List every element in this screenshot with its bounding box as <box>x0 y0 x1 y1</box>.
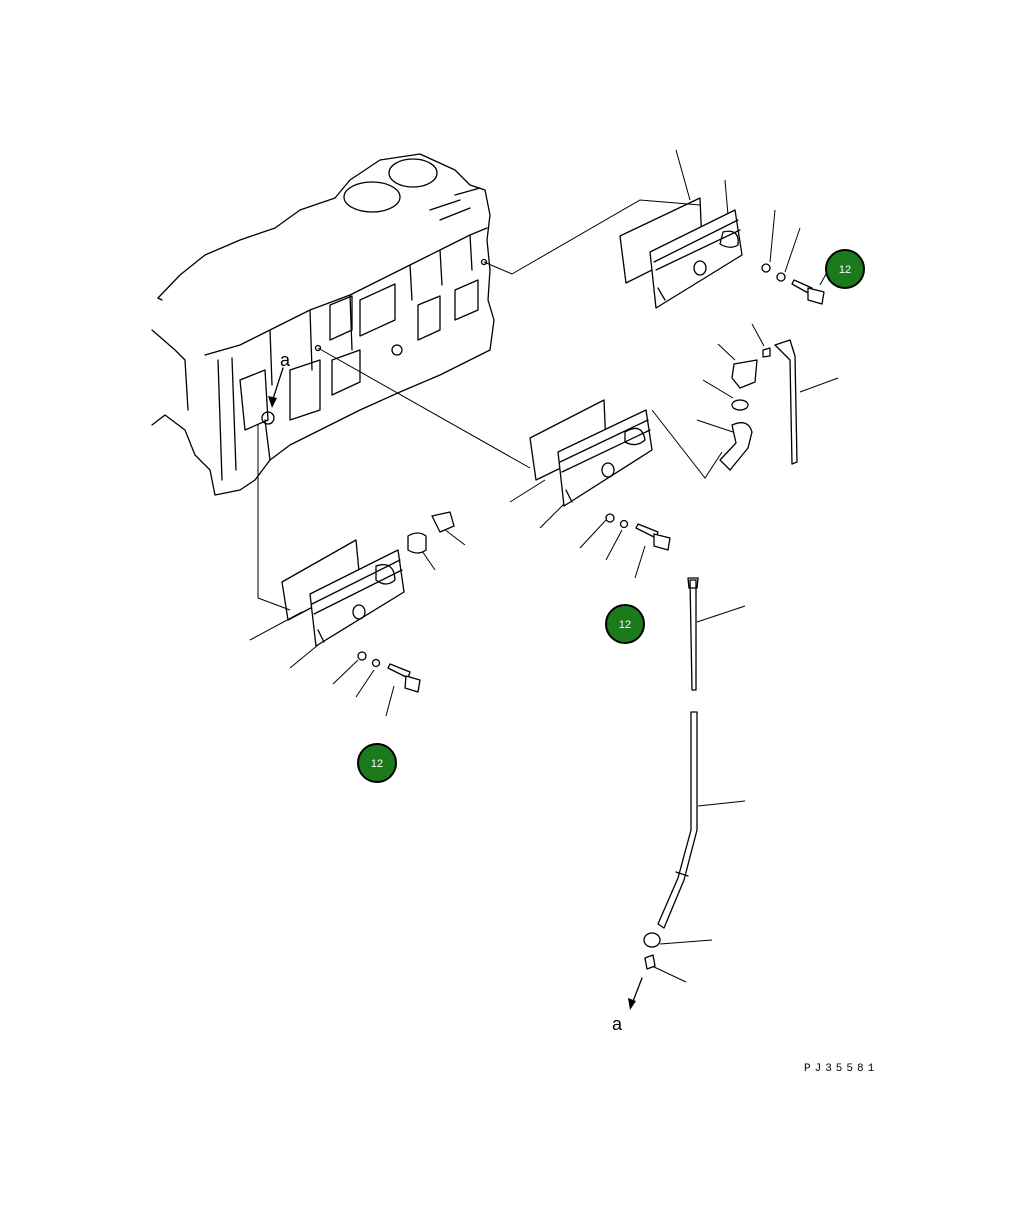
breather-pipe-group <box>719 339 798 471</box>
callout-badge-label: 12 <box>371 758 383 770</box>
engine-block <box>151 153 495 496</box>
cover-assembly-upper-right <box>619 197 825 309</box>
filler-cap-parts <box>407 511 455 554</box>
drawing-code: PJ35581 <box>804 1063 878 1075</box>
reference-letter-top: a <box>280 350 291 370</box>
cover-assembly-middle <box>529 399 671 551</box>
callout-badge-top-right[interactable]: 12 <box>825 249 865 289</box>
callout-badge-bottom-left[interactable]: 12 <box>357 743 397 783</box>
reference-letter-bottom: a <box>612 1014 623 1034</box>
callout-badge-label: 12 <box>619 619 631 631</box>
reference-arrows <box>268 367 643 1010</box>
cover-assembly-lower-left <box>281 539 421 693</box>
callout-badge-middle[interactable]: 12 <box>605 604 645 644</box>
dipstick-assembly <box>643 577 699 970</box>
leader-lines <box>249 149 839 983</box>
callout-badge-label: 12 <box>839 264 851 276</box>
